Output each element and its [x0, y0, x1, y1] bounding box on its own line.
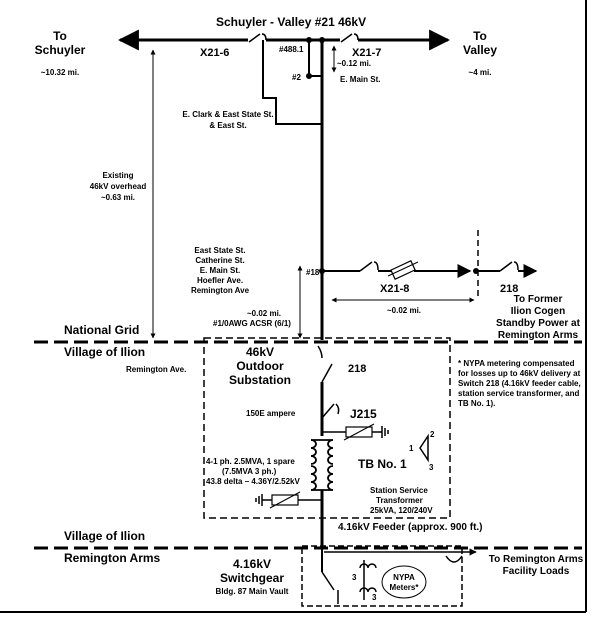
substation-name-2: Outdoor	[236, 359, 284, 373]
switch-218-blade	[321, 363, 333, 383]
existing-label: Existing	[102, 171, 133, 180]
former-label-3: Standby Power at	[496, 318, 581, 329]
facility-loads-label-2: Facility Loads	[503, 566, 570, 577]
dim-012-label: ~0.12 mi.	[337, 59, 371, 68]
fuse-j215-blade	[321, 403, 335, 419]
nypa-note-5: TB No. 1).	[458, 399, 495, 408]
dim-002-label: ~0.02 mi.	[247, 309, 281, 318]
fuse-j215-label: J215	[350, 407, 377, 421]
load-loop	[445, 555, 463, 563]
tap-fuse	[387, 260, 419, 280]
delta-label-2: 2	[430, 430, 435, 439]
ct-label-b: 3	[372, 593, 377, 602]
switch-x21-7-gap	[340, 34, 358, 46]
feeder-label: 4.16kV Feeder (approx. 900 ft.)	[338, 522, 483, 533]
clark-label-2: & East St.	[209, 121, 246, 130]
clark-label: E. Clark & East State St.	[182, 110, 273, 119]
switch-x21-6-label: X21-6	[200, 47, 229, 59]
pole-488-label: #488.1	[279, 45, 304, 54]
village-ilion-label-2: Village of Ilion	[64, 529, 145, 543]
station-service-1: Station Service	[370, 486, 428, 495]
arrester-bottom-slash	[269, 491, 301, 509]
substation-boundary	[203, 337, 451, 519]
switchgear-name-2: Switchgear	[220, 571, 284, 585]
switch-x21-6-blade	[248, 33, 261, 43]
delta-icon	[419, 433, 429, 463]
to-schuyler-label-2: Schuyler	[35, 43, 86, 57]
ground-icon	[255, 494, 263, 506]
transformer-icon	[310, 439, 334, 491]
arrester-top-slash	[343, 423, 375, 441]
route-label-4: Hoefler Ave.	[197, 276, 243, 285]
switchgear-name: 4.16kV	[233, 557, 271, 571]
dim-002-right-label: ~0.02 mi.	[387, 306, 421, 315]
valley-distance: ~4 mi.	[469, 68, 492, 77]
switch-x21-7-contact	[353, 33, 359, 41]
route-label-3: E. Main St.	[200, 266, 240, 275]
delta-label-3: 3	[429, 463, 434, 472]
schuyler-distance: ~10.32 mi.	[41, 68, 79, 77]
pole-18-label: #18	[306, 268, 320, 277]
transformer-spec-3: 43.8 delta – 4.36Y/2.52kV	[206, 477, 301, 486]
ground-icon	[381, 426, 389, 438]
national-grid-label: National Grid	[64, 323, 139, 337]
tb-label: TB No. 1	[358, 457, 407, 471]
to-valley-label-2: Valley	[463, 43, 497, 57]
switchgear-boundary	[301, 545, 463, 607]
fuse-j215-contact	[335, 403, 340, 415]
to-valley-label: To	[473, 29, 487, 43]
switch-218-contact	[317, 345, 323, 359]
switchgear-breaker-blade	[321, 571, 335, 591]
existing-label-3: ~0.63 mi.	[101, 193, 135, 202]
substation-name-3: Substation	[229, 373, 291, 387]
substation-name: 46kV	[246, 345, 274, 359]
switch-x21-7-blade	[340, 33, 353, 43]
switch-218-label: 218	[348, 363, 366, 375]
conductor-label: #1/0AWG ACSR (6/1)	[213, 319, 291, 328]
tap-switch-x21-8-blade	[359, 261, 373, 272]
village-ilion-label-1: Village of Ilion	[64, 345, 145, 359]
ct-label-a: 3	[352, 573, 357, 582]
station-service-3: 25kVA, 120/240V	[370, 506, 433, 515]
delta-label-1: 1	[409, 444, 414, 453]
nypa-note-4: station service transformer, and	[458, 389, 579, 398]
e-main-label: E. Main St.	[340, 75, 380, 84]
switch-x21-8-label: X21-8	[380, 283, 409, 295]
former-label-4: Remington Arms	[498, 330, 579, 341]
tap-switch-218-blade	[499, 261, 513, 272]
ct-icon	[359, 560, 377, 600]
nypa-note-3: Switch 218 (4.16kV feeder cable,	[458, 379, 581, 388]
former-label: To Former	[514, 294, 563, 305]
switch-x21-7-label: X21-7	[352, 47, 381, 59]
transformer-spec-2: (7.5MVA 3 ph.)	[222, 467, 277, 476]
nypa-meters-label-2: Meters*	[390, 583, 420, 592]
tap-switch-x21-8-contact	[373, 261, 379, 271]
route-label-1: East State St.	[194, 246, 245, 255]
remington-ave-label: Remington Ave.	[126, 365, 186, 374]
to-schuyler-label: To	[53, 29, 67, 43]
route-label-5: Remington Ave	[191, 286, 250, 295]
facility-loads-label: To Remington Arms	[489, 554, 584, 565]
pole-2-label: #2	[292, 73, 301, 82]
route-label-2: Catherine St.	[195, 256, 244, 265]
fuse-rating-label: 150E ampere	[246, 409, 296, 418]
nypa-meters-outline	[381, 565, 427, 599]
nypa-note-1: * NYPA metering compensated	[458, 359, 575, 368]
switch-x21-6-contact	[261, 33, 267, 41]
line-title: Schuyler - Valley #21 46kV	[216, 15, 366, 29]
route-clark	[262, 40, 322, 125]
switch-218-top-label: 218	[500, 283, 518, 295]
tap-switch-218-contact	[513, 261, 519, 271]
switchgear-location: Bldg. 87 Main Vault	[216, 587, 289, 596]
nypa-meters-label: NYPA	[393, 573, 415, 582]
nypa-note-2: for losses up to 46kV delivery at	[458, 369, 581, 378]
switch-x21-6-gap	[248, 34, 266, 46]
existing-label-2: 46kV overhead	[90, 182, 147, 191]
former-label-2: Ilion Cogen	[511, 306, 565, 317]
transformer-spec-1: 4-1 ph. 2.5MVA, 1 spare	[206, 457, 295, 466]
remington-arms-label: Remington Arms	[64, 551, 161, 565]
dim-existing-bg	[88, 170, 148, 204]
station-service-2: Transformer	[376, 496, 423, 505]
